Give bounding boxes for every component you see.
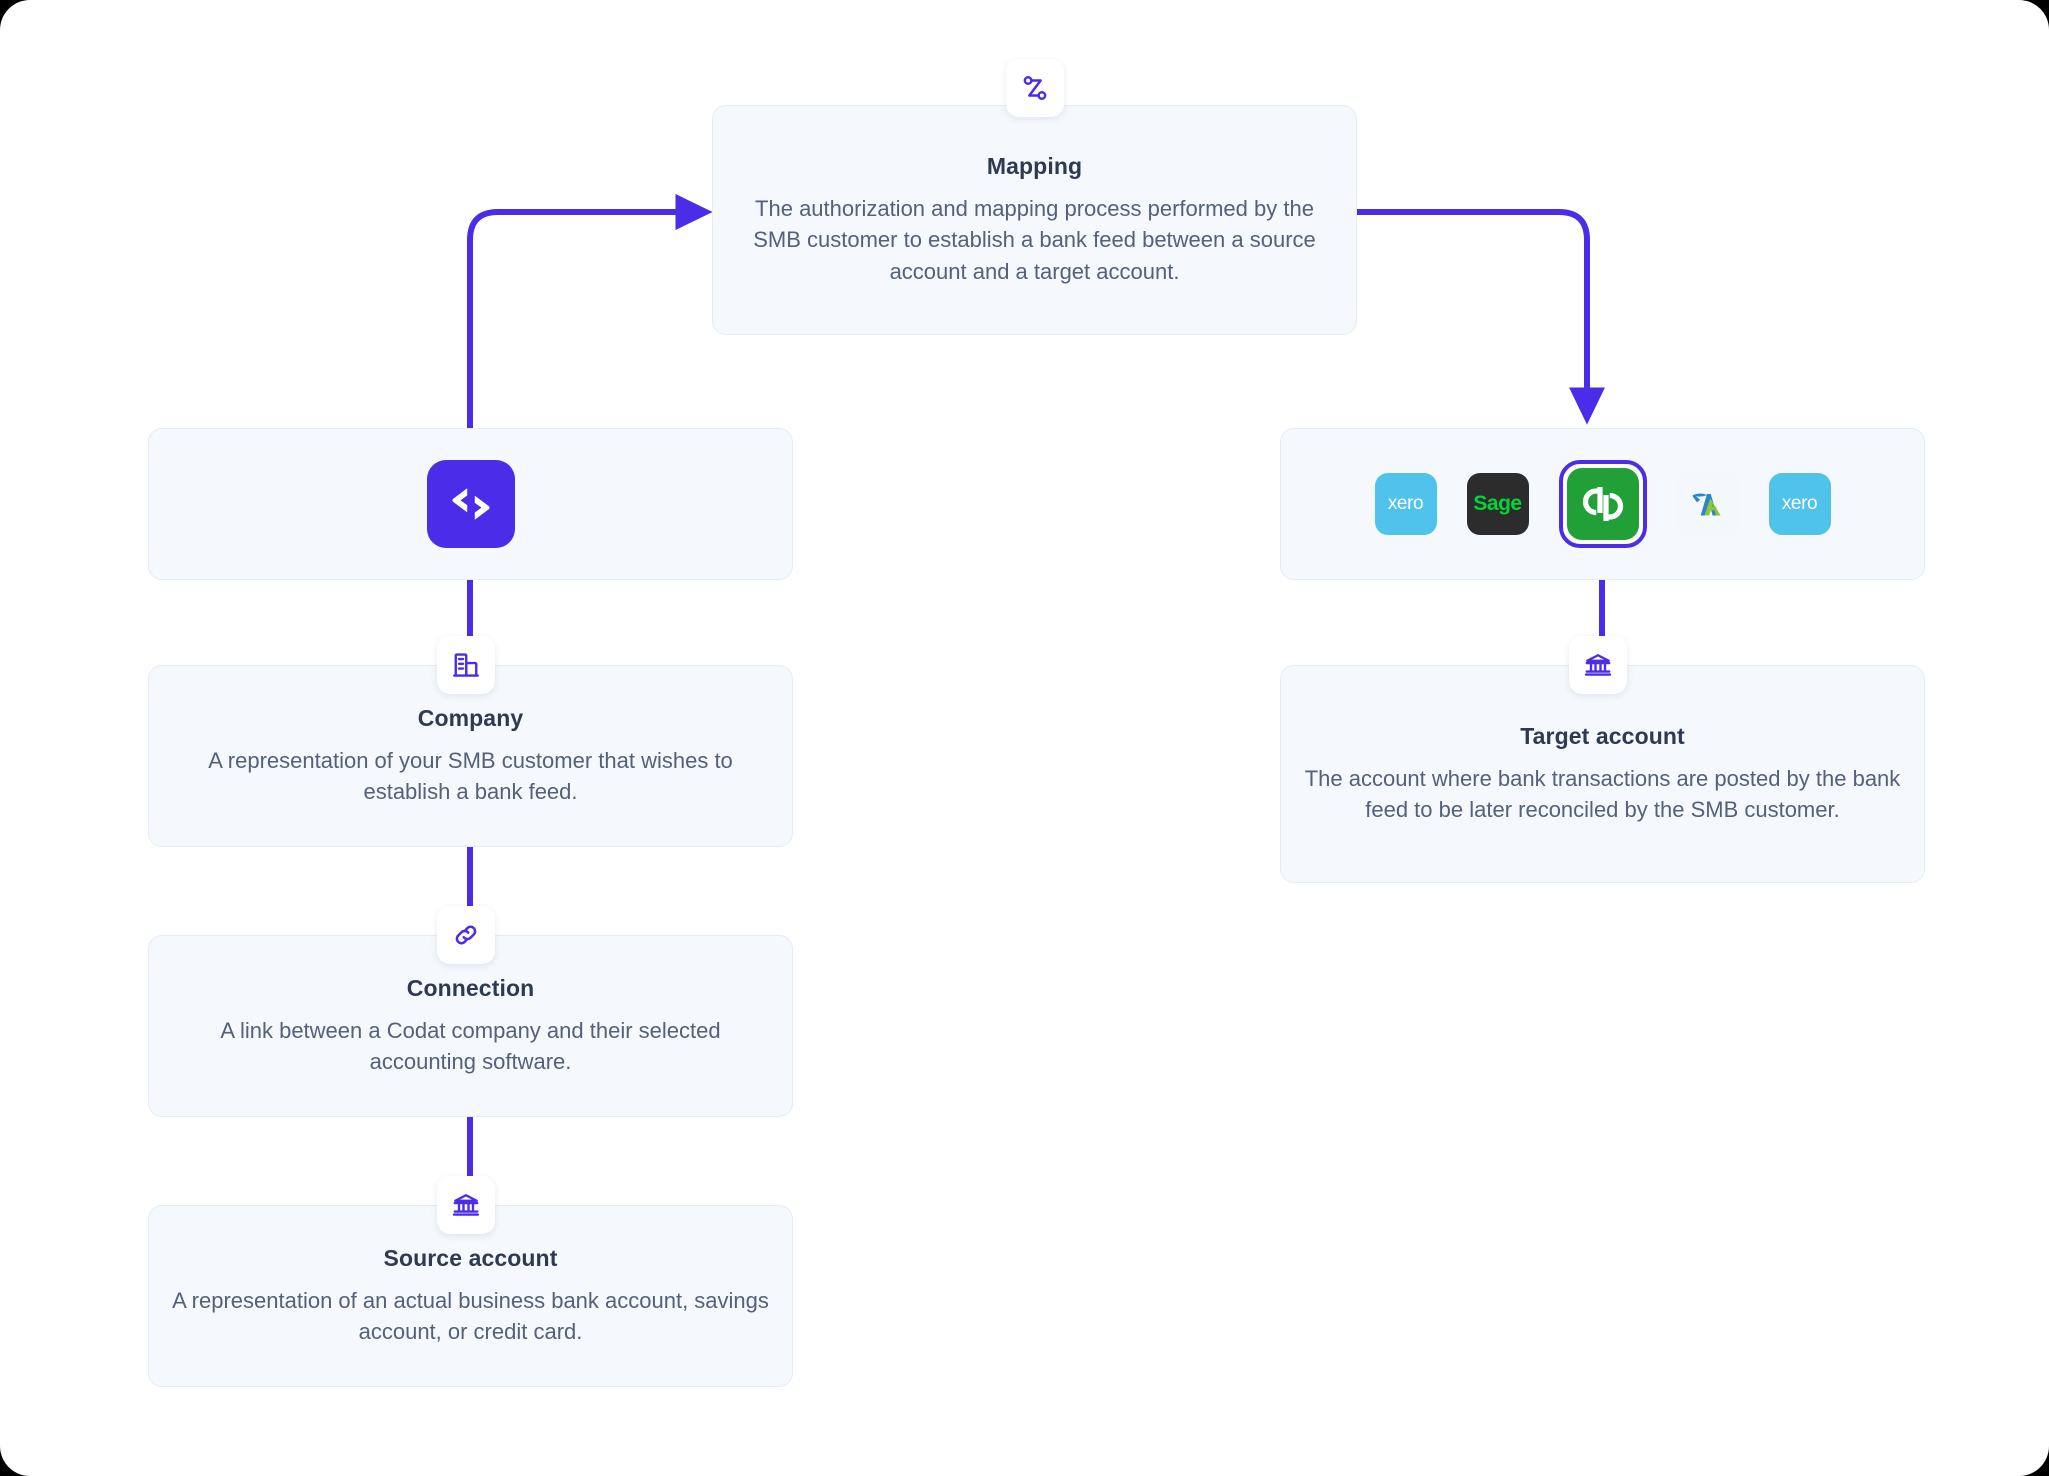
card-source-account-body: A representation of an actual business b… (172, 1287, 769, 1344)
card-company-title: Company (417, 704, 524, 731)
card-mapping: Mapping The authorization and mapping pr… (712, 105, 1357, 335)
card-company-body: A representation of your SMB customer th… (208, 747, 733, 804)
xero-wordmark: xero (1387, 493, 1424, 514)
connector-mapping-to-integrations (1354, 209, 1605, 425)
quickbooks-logo-icon (1566, 468, 1639, 540)
sage-wordmark: Sage (1473, 492, 1522, 515)
integration-tile-sage[interactable]: Sage (1466, 473, 1529, 535)
connector-codat-to-mapping (467, 194, 713, 431)
route-icon (1006, 59, 1064, 117)
card-target-account: Target account The account where bank tr… (1280, 665, 1925, 883)
integration-tile-xero-2[interactable]: xero (1768, 473, 1831, 535)
card-source-account-title: Source account (383, 1244, 558, 1271)
integration-tile-freeagent[interactable] (1676, 473, 1739, 535)
card-integrations: xero Sage (1280, 428, 1925, 580)
freeagent-logo-icon (1691, 493, 1721, 516)
card-connection-body: A link between a Codat company and their… (220, 1017, 721, 1074)
integration-tile-xero[interactable]: xero (1374, 473, 1437, 535)
card-codat (148, 428, 793, 580)
card-mapping-title: Mapping (986, 153, 1083, 180)
codat-logo-icon (426, 460, 515, 548)
card-target-account-title: Target account (1520, 722, 1685, 749)
link-icon (437, 906, 495, 964)
card-source-account: Source account A representation of an ac… (148, 1205, 793, 1387)
card-connection: Connection A link between a Codat compan… (148, 935, 793, 1117)
card-mapping-body: The authorization and mapping process pe… (753, 196, 1316, 284)
card-connection-title: Connection (406, 974, 535, 1001)
xero-wordmark-2: xero (1781, 493, 1818, 514)
integration-tile-quickbooks-selected[interactable] (1558, 460, 1647, 548)
bank-icon-target (1569, 636, 1627, 694)
card-target-account-body: The account where bank transactions are … (1304, 765, 1901, 822)
bank-icon (437, 1176, 495, 1234)
building-icon (437, 636, 495, 694)
integration-logo-row: xero Sage (1374, 460, 1831, 548)
